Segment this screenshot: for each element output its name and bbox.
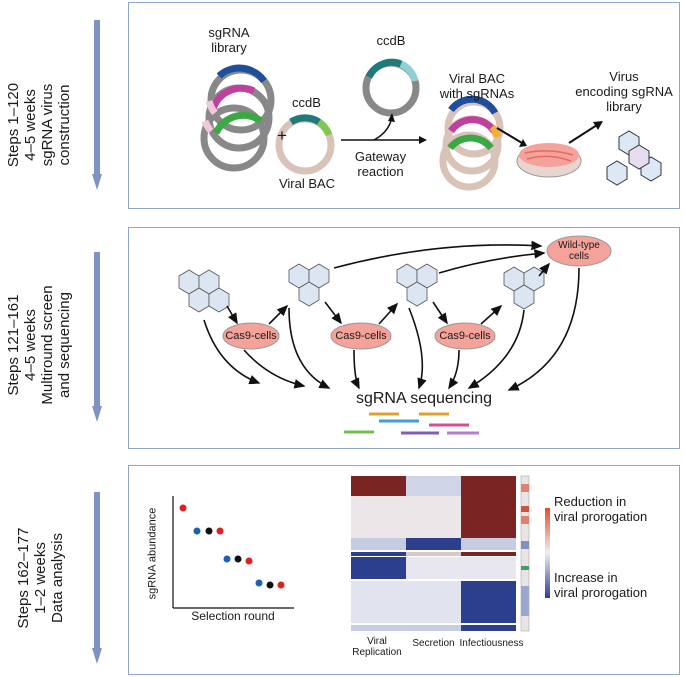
wild-type-dish — [546, 235, 612, 267]
heatmap-sidebar — [520, 475, 530, 632]
abundance-plot — [172, 496, 294, 609]
flow-arrows — [203, 240, 580, 391]
virus-cluster-4 — [503, 266, 545, 310]
cas9-dishes — [222, 322, 496, 350]
column-label-infectiousness: Infectiousness — [459, 638, 524, 649]
color-legend-bar — [545, 508, 550, 598]
sequencing-reads — [344, 412, 479, 435]
plus-sign: + — [277, 126, 287, 145]
ccdb-label: ccdB — [292, 95, 321, 110]
cas9-label-3: Cas9-cells — [439, 330, 491, 342]
column-label-secretion: Secretion — [412, 638, 455, 649]
sgrna-library-plasmids — [200, 64, 275, 172]
analysis-diagram — [172, 475, 550, 632]
y-axis-label: sgRNA abundance — [146, 507, 159, 600]
heatmap — [351, 476, 516, 631]
progress-arrow-2 — [92, 252, 102, 422]
ccdb-top-label: ccdB — [376, 33, 406, 48]
cas9-label-2: Cas9-cells — [335, 330, 387, 342]
progress-arrow-3 — [92, 492, 102, 664]
screen-diagram — [178, 235, 612, 435]
virus-particles — [606, 130, 662, 186]
virus-cluster-2 — [288, 263, 330, 307]
progress-arrow-1 — [92, 20, 102, 190]
construction-diagram — [200, 58, 662, 191]
virus-cluster-1 — [178, 269, 230, 313]
viral-bac-label: Viral BAC — [278, 176, 336, 191]
cas9-label-1: Cas9-cells — [225, 330, 277, 342]
x-axis-label: Selection round — [191, 609, 275, 623]
virus-cluster-3 — [396, 263, 438, 307]
sgrna-sequencing-label: sgRNA sequencing — [355, 390, 493, 407]
